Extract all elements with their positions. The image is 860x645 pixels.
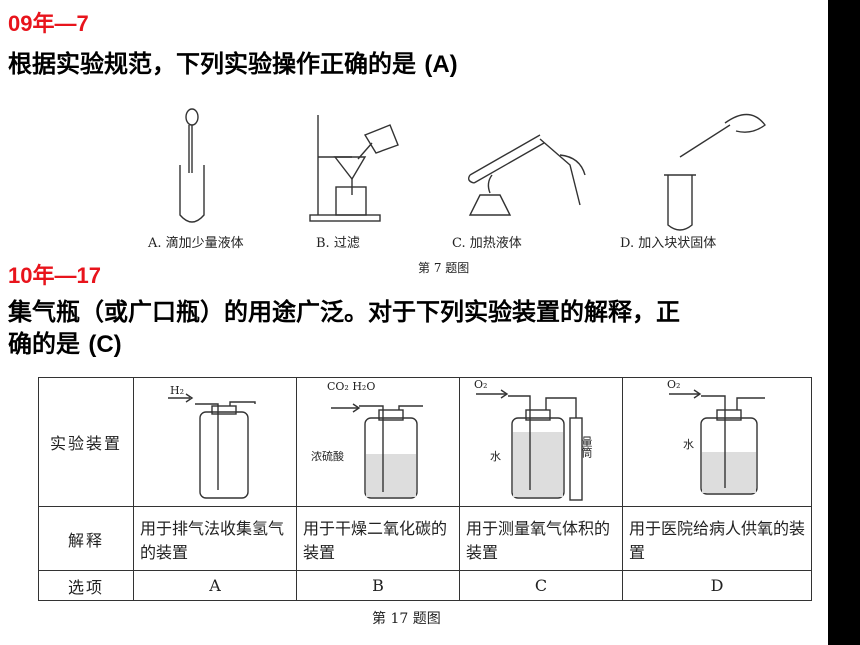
apparatus-c: O₂ 水 量筒	[459, 377, 623, 507]
slide-edge-bar	[828, 0, 860, 645]
q7-tag: 09年—7	[8, 11, 89, 36]
liquid-label-d: 水	[683, 438, 694, 451]
gas-bottle-b-icon	[331, 403, 423, 499]
gas-bottle-a-icon	[168, 393, 256, 499]
apparatus-a: H₂	[133, 377, 297, 507]
q17-question-line1: 集气瓶（或广口瓶）的用途广泛。对于下列实验装置的解释，正	[8, 298, 680, 326]
q7-figure-drawing	[179, 108, 766, 231]
table-row: 解释 用于排气法收集氢气的装置 用于干燥二氧化碳的装置 用于测量氧气体积的装置 …	[38, 506, 812, 571]
gas-label-b: CO₂ H₂O	[327, 380, 376, 393]
row-header-apparatus: 实验装置	[38, 377, 134, 507]
q17-tag: 10年—17	[8, 263, 101, 288]
table-row: 选项 A B C D	[38, 570, 812, 601]
q17-question-text: 确的是	[8, 330, 89, 358]
q7-question-text: 根据实验规范，下列实验操作正确的是	[8, 50, 425, 78]
gas-bottle-c-icon	[476, 389, 583, 501]
option-a: A	[133, 570, 297, 601]
apparatus-d: O₂ 水	[622, 377, 812, 507]
gas-label-c: O₂	[474, 378, 488, 391]
q17-figure-caption: 第 17 题图	[372, 611, 441, 627]
q7-answer: (A)	[424, 51, 458, 78]
liquid-label-b: 浓硫酸	[311, 450, 344, 463]
dropper-icon	[179, 108, 205, 223]
q7-option-d: D. 加入块状固体	[620, 236, 717, 251]
q7-figure	[140, 95, 780, 275]
q7-question: 根据实验规范，下列实验操作正确的是 (A)	[8, 48, 458, 81]
q17-table: 实验装置 H₂ CO₂ H₂O 浓硫酸	[38, 377, 812, 601]
q7-option-c: C. 加热液体	[452, 236, 522, 251]
explanation-a: 用于排气法收集氢气的装置	[133, 506, 297, 571]
option-c: C	[459, 570, 623, 601]
q17-question-line2: 确的是 (C)	[8, 328, 122, 361]
option-d: D	[622, 570, 812, 601]
cylinder-label-c: 量筒	[580, 436, 593, 458]
row-header-explanation: 解释	[38, 506, 134, 571]
liquid-label-c: 水	[490, 450, 501, 463]
q7-option-b: B. 过滤	[316, 236, 360, 251]
filtration-icon	[309, 115, 399, 222]
gas-label-a: H₂	[170, 384, 185, 397]
adding-solid-icon	[664, 113, 766, 231]
table-row: 实验装置 H₂ CO₂ H₂O 浓硫酸	[38, 377, 812, 507]
explanation-d: 用于医院给病人供氧的装置	[622, 506, 812, 571]
gas-bottle-d-icon	[669, 389, 765, 495]
q17-answer: (C)	[88, 331, 122, 358]
apparatus-b: CO₂ H₂O 浓硫酸	[296, 377, 460, 507]
explanation-b: 用于干燥二氧化碳的装置	[296, 506, 460, 571]
explanation-c: 用于测量氧气体积的装置	[459, 506, 623, 571]
gas-label-d: O₂	[667, 378, 681, 391]
q7-option-a: A. 滴加少量液体	[148, 236, 244, 251]
q7-figure-caption: 第 7 题图	[418, 261, 470, 275]
row-header-option: 选项	[38, 570, 134, 601]
heating-icon	[467, 134, 586, 216]
option-b: B	[296, 570, 460, 601]
